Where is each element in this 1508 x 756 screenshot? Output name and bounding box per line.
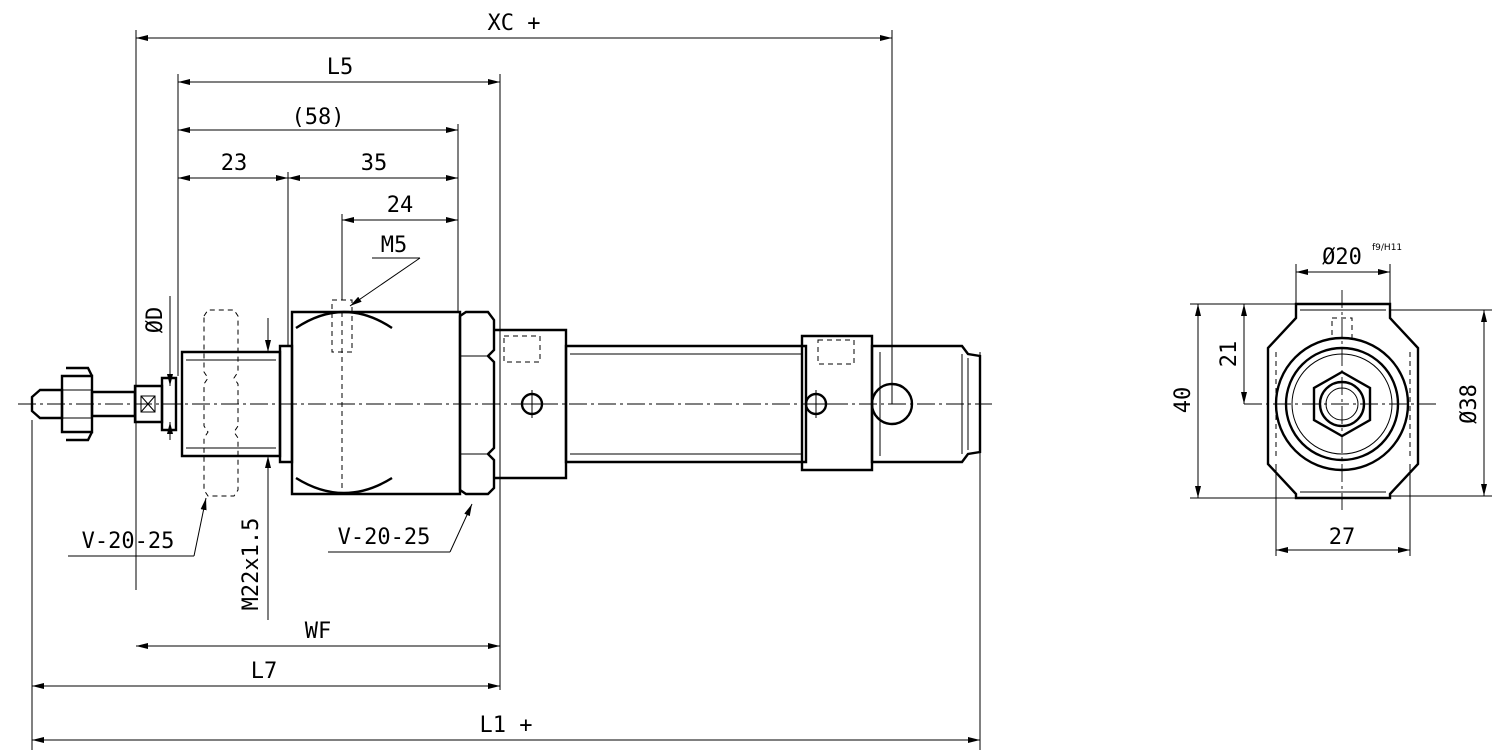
label-23: 23 bbox=[221, 151, 248, 176]
label-phid: ØD bbox=[143, 307, 168, 334]
label-v-left: V-20-25 bbox=[82, 529, 175, 554]
label-58: (58) bbox=[292, 105, 345, 130]
rear-cover bbox=[800, 334, 982, 472]
dim-wf: WF bbox=[136, 619, 500, 649]
label-m5: M5 bbox=[381, 233, 408, 258]
dim-phi20: Ø20 f9/H11 bbox=[1295, 243, 1402, 304]
dim-phi38: Ø38 bbox=[1390, 309, 1492, 497]
dim-27: 27 bbox=[1275, 464, 1411, 556]
dim-l1: L1 + bbox=[32, 352, 981, 750]
rod-end bbox=[30, 366, 178, 442]
barrel bbox=[564, 344, 808, 464]
dashed-nut-left bbox=[203, 309, 239, 497]
label-wf: WF bbox=[305, 619, 332, 644]
dim-58: (58) bbox=[178, 105, 459, 312]
label-phi38: Ø38 bbox=[1457, 384, 1482, 424]
label-phi20-tolerance: f9/H11 bbox=[1372, 243, 1402, 253]
side-view: XC + L5 (58) 23 35 24 bbox=[18, 11, 992, 750]
label-m22: M22x1.5 bbox=[239, 518, 264, 611]
end-view: Ø20 f9/H11 21 40 Ø38 27 bbox=[1171, 243, 1492, 556]
label-l1: L1 + bbox=[480, 713, 533, 738]
label-21: 21 bbox=[1217, 341, 1242, 368]
label-l5: L5 bbox=[327, 55, 354, 80]
dim-23-35: 23 35 bbox=[178, 151, 458, 346]
label-l7: L7 bbox=[251, 659, 278, 684]
label-xc: XC + bbox=[488, 11, 541, 36]
dim-24: 24 bbox=[341, 193, 458, 300]
cylinder-head bbox=[290, 299, 462, 496]
label-35: 35 bbox=[361, 151, 388, 176]
label-v-right: V-20-25 bbox=[338, 525, 431, 550]
dim-m22: M22x1.5 bbox=[239, 318, 271, 620]
dim-xc: XC + bbox=[135, 11, 893, 590]
dim-l5: L5 bbox=[177, 55, 501, 690]
end-nut bbox=[458, 310, 496, 496]
label-24: 24 bbox=[387, 193, 414, 218]
label-phi20: Ø20 bbox=[1322, 245, 1362, 270]
dim-40: 40 bbox=[1171, 303, 1296, 499]
label-27: 27 bbox=[1329, 525, 1356, 550]
dim-m5: M5 bbox=[349, 233, 421, 307]
dim-v-right: V-20-25 bbox=[328, 503, 473, 553]
dim-l7: L7 bbox=[31, 420, 500, 750]
dim-21: 21 bbox=[1217, 303, 1296, 404]
dim-phid: ØD bbox=[143, 296, 173, 440]
dim-v-left: V-20-25 bbox=[68, 497, 207, 557]
label-40: 40 bbox=[1171, 387, 1196, 414]
